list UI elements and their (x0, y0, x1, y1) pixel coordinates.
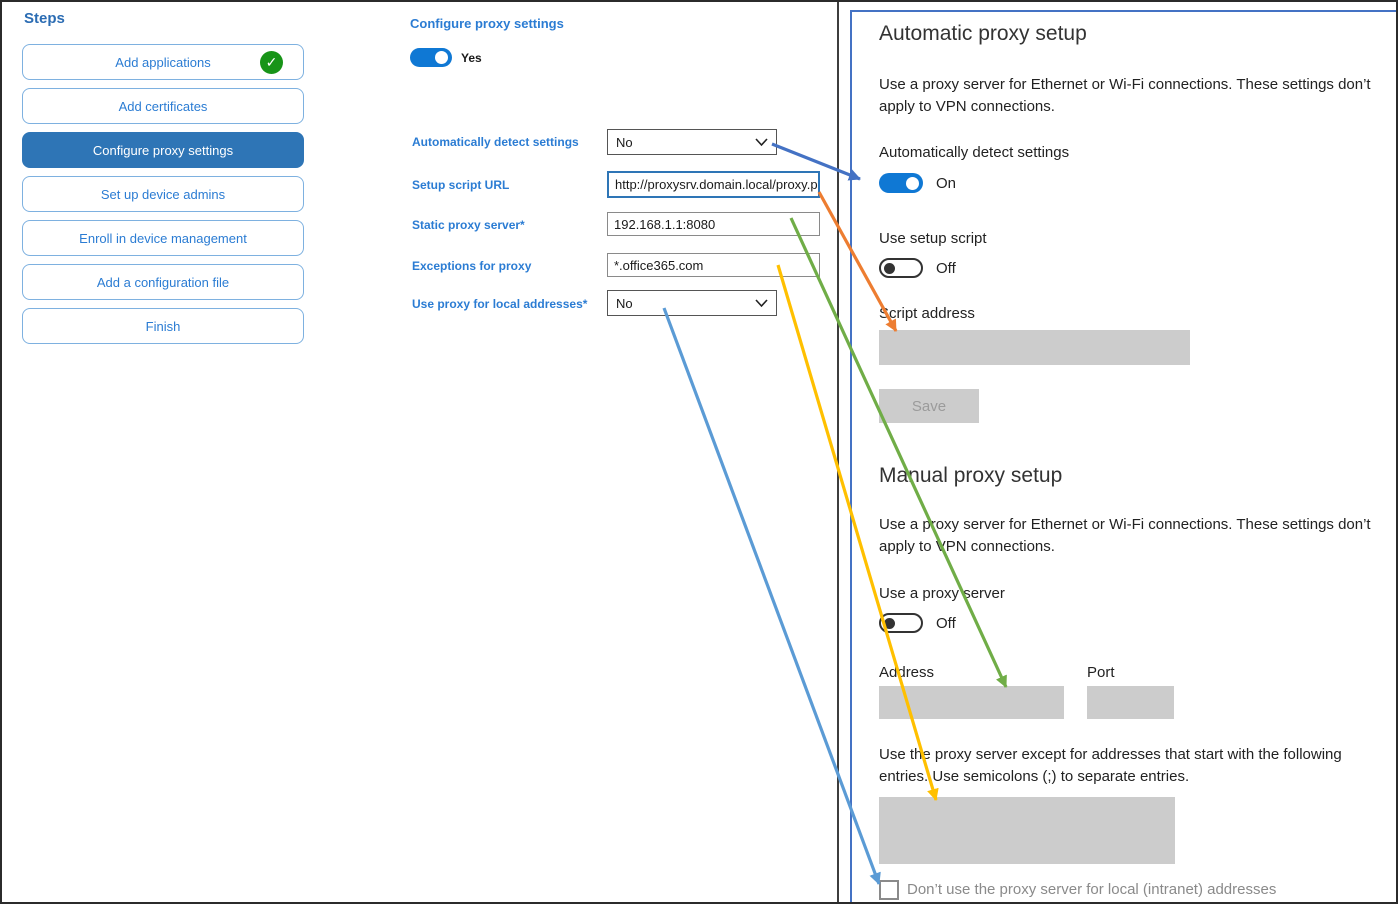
toggle-knob (906, 176, 919, 190)
port-input[interactable] (1087, 686, 1174, 719)
use-proxy-server-label: Use a proxy server (879, 585, 1005, 602)
sidebar-item-add-applications[interactable]: Add applications ✓ (22, 44, 304, 80)
automatic-proxy-setup-heading: Automatic proxy setup (879, 22, 1087, 45)
check-icon: ✓ (260, 51, 283, 74)
field-label-use-proxy-local: Use proxy for local addresses* (412, 297, 588, 311)
detect-settings-toggle[interactable] (879, 173, 923, 193)
port-label: Port (1087, 664, 1115, 681)
local-addresses-checkbox[interactable] (879, 880, 899, 900)
dropdown-value: No (616, 295, 633, 311)
sidebar-item-enroll-in-device-management[interactable]: Enroll in device management (22, 220, 304, 256)
arrow-local-addresses (662, 307, 881, 885)
detect-settings-label: Automatically detect settings (879, 144, 1070, 161)
field-label-static-proxy-server: Static proxy server* (412, 218, 525, 232)
configure-proxy-toggle[interactable] (410, 48, 452, 67)
toggle-knob (435, 51, 448, 64)
sidebar-item-set-up-device-admins[interactable]: Set up device admins (22, 176, 304, 212)
step-label: Enroll in device management (79, 230, 247, 246)
static-proxy-server-input[interactable]: 192.168.1.1:8080 (607, 212, 820, 236)
step-label: Configure proxy settings (92, 142, 234, 158)
manual-proxy-setup-heading: Manual proxy setup (879, 464, 1063, 487)
step-label: Add certificates (118, 98, 208, 114)
detect-settings-toggle-state: On (936, 175, 957, 192)
step-label: Finish (145, 318, 181, 334)
sidebar-item-finish[interactable]: Finish (22, 308, 304, 344)
use-proxy-local-dropdown[interactable]: No (607, 290, 777, 316)
column-divider (837, 2, 839, 902)
sidebar-item-add-certificates[interactable]: Add certificates (22, 88, 304, 124)
use-proxy-server-toggle[interactable] (879, 613, 923, 633)
use-proxy-server-toggle-state: Off (936, 615, 956, 632)
setup-script-url-input[interactable]: http://proxysrv.domain.local/proxy.pa (607, 171, 820, 198)
steps-title: Steps (24, 10, 65, 27)
sidebar-item-add-a-configuration-file[interactable]: Add a configuration file (22, 264, 304, 300)
toggle-knob (884, 617, 895, 629)
field-label-exceptions-for-proxy: Exceptions for proxy (412, 259, 532, 273)
address-label: Address (879, 664, 935, 681)
manual-proxy-description: Use a proxy server for Ethernet or Wi-Fi… (879, 516, 1371, 555)
save-button[interactable]: Save (879, 389, 979, 423)
sidebar-item-configure-proxy-settings[interactable]: Configure proxy settings (22, 132, 304, 168)
field-label-detect-settings: Automatically detect settings (412, 135, 579, 149)
toggle-knob (884, 262, 895, 274)
step-label: Set up device admins (100, 186, 226, 202)
dropdown-value: No (616, 134, 633, 150)
exceptions-for-proxy-input[interactable]: *.office365.com (607, 253, 820, 277)
field-label-setup-script-url: Setup script URL (412, 178, 510, 192)
address-input[interactable] (879, 686, 1064, 719)
local-addresses-checkbox-label: Don’t use the proxy server for local (in… (907, 881, 1277, 898)
use-setup-script-label: Use setup script (879, 230, 987, 247)
detect-settings-dropdown[interactable]: No (607, 129, 777, 155)
proxy-exceptions-textarea[interactable] (879, 797, 1175, 864)
use-setup-script-toggle-state: Off (936, 260, 956, 277)
chevron-down-icon (755, 298, 768, 307)
use-setup-script-toggle[interactable] (879, 258, 923, 278)
proxy-exceptions-help: Use the proxy server except for addresse… (879, 746, 1342, 785)
step-label: Add applications (115, 54, 211, 70)
automatic-proxy-description: Use a proxy server for Ethernet or Wi-Fi… (879, 76, 1371, 115)
script-address-label: Script address (879, 305, 975, 322)
chevron-down-icon (755, 137, 768, 146)
script-address-input[interactable] (879, 330, 1190, 365)
page-title: Configure proxy settings (410, 16, 564, 31)
step-label: Add a configuration file (96, 274, 230, 290)
configure-proxy-toggle-label: Yes (461, 51, 482, 65)
